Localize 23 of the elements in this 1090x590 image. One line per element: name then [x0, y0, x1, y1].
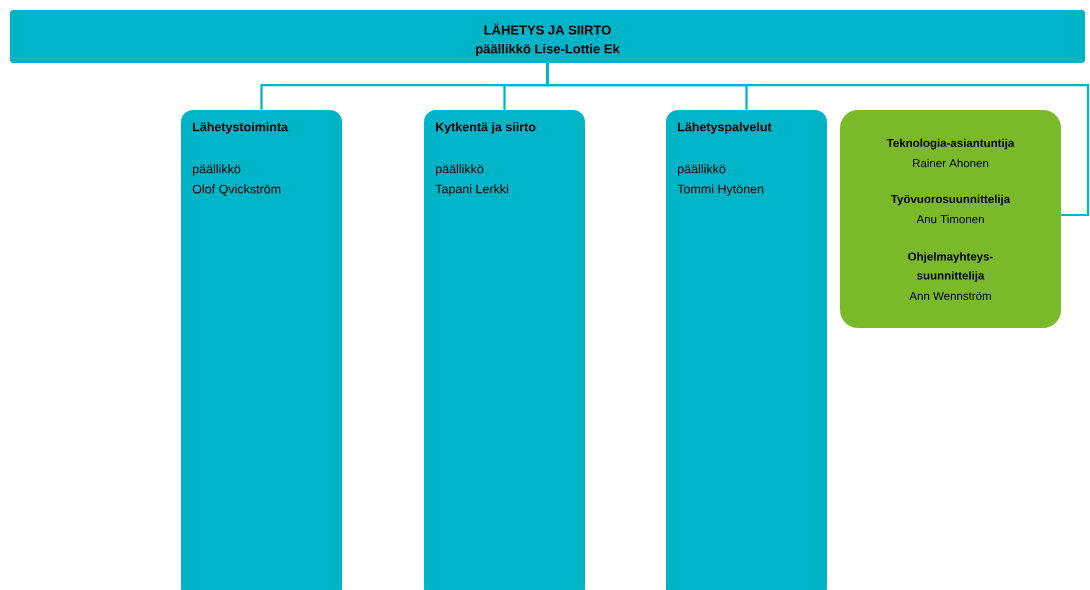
header-box	[10, 10, 1085, 63]
role-label: päällikkö	[193, 164, 241, 176]
heading: päällikkö Lise-Lottie Ek	[476, 43, 620, 57]
job-title: Teknologia-asiantuntija	[886, 138, 1015, 150]
department-box	[181, 110, 342, 590]
person-name: Tapani Lerkki	[435, 184, 508, 196]
department-title: Lähetystoiminta	[193, 122, 289, 134]
staff-box	[840, 110, 1061, 328]
department-title: Lähetyspalvelut	[678, 122, 772, 134]
heading: LÄHETYS JA SIIRTO	[484, 23, 611, 35]
person-name: Rainer Ahonen	[913, 158, 989, 168]
department-title: Kytkentä ja siirto	[436, 122, 536, 134]
person-name: Olof Qvickström	[192, 184, 281, 196]
person-name: Ann Wennström	[909, 292, 991, 300]
department-box	[424, 110, 585, 590]
person-name: Anu Timonen	[916, 214, 984, 224]
role-label: päällikkö	[678, 164, 726, 176]
job-title: Työvuorosuunnittelija	[891, 194, 1011, 206]
person-name: Tommi Hytönen	[677, 184, 764, 196]
connector-line	[546, 63, 1090, 217]
department-box	[666, 110, 827, 590]
job-title: Ohjelmayhteys-suunnittelija	[908, 252, 993, 282]
role-label: päällikkö	[436, 164, 484, 176]
